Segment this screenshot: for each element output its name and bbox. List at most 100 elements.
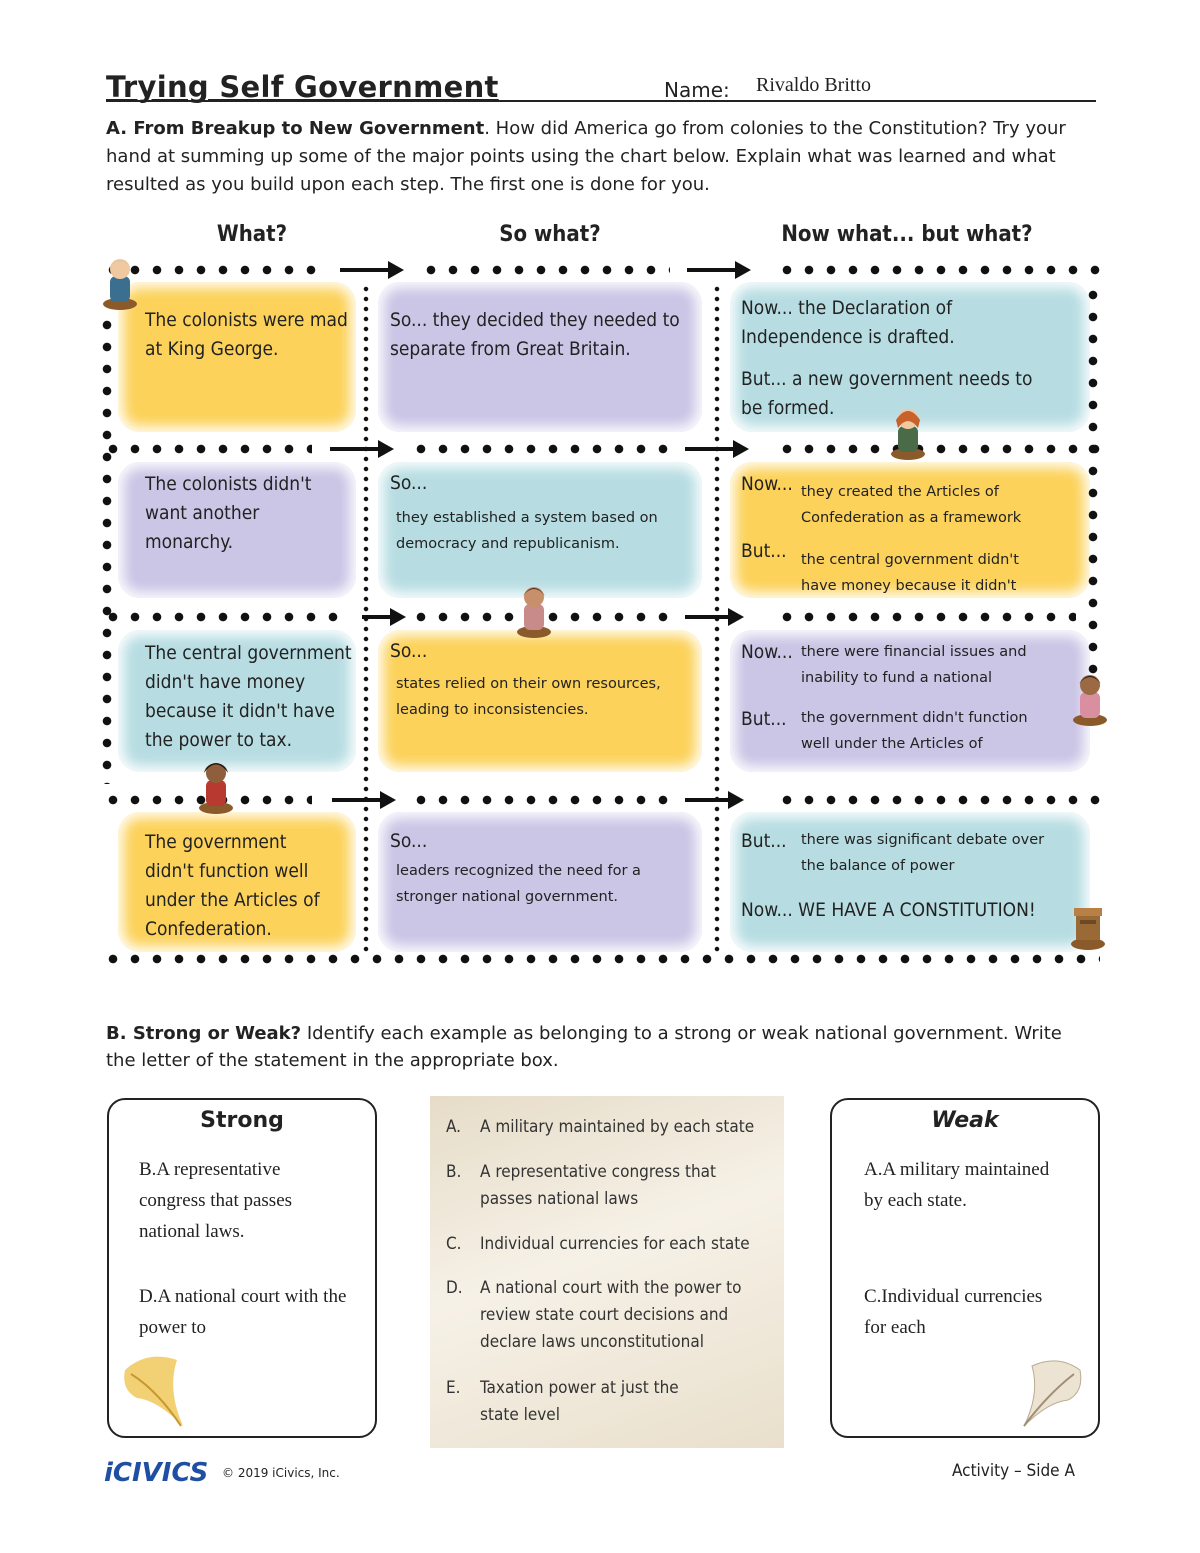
dots-row-2-a — [102, 444, 312, 454]
strong-title: Strong — [200, 1108, 284, 1133]
colonist-figure-3 — [517, 587, 551, 638]
name-field[interactable]: Rivaldo Britto — [756, 74, 871, 96]
but-label-2: But... — [741, 540, 787, 562]
cell-so-3 — [378, 630, 702, 772]
statement-text-a: A military maintained by each state — [480, 1117, 755, 1137]
dots-row-4-b — [410, 795, 670, 805]
so-answer-2[interactable]: they established a system based on democ… — [396, 510, 658, 552]
column-header-now-what: Now what... but what? — [781, 222, 1033, 247]
cell-what-2 — [118, 462, 356, 598]
dots-bottom — [102, 954, 1100, 964]
now-answer-3[interactable]: there were financial issues and inabilit… — [801, 644, 1027, 686]
statement-letter-e: E. — [446, 1378, 461, 1398]
statement-letter-d: D. — [446, 1278, 463, 1298]
what-text-1: The colonists were mad at King George. — [145, 309, 348, 360]
so-label-2: So... — [390, 472, 428, 494]
weak-answer-2[interactable]: C.Individual currencies for each — [864, 1286, 1043, 1338]
statement-letter-b: B. — [446, 1162, 462, 1182]
page-title: Trying Self Government — [106, 70, 499, 104]
dots-right — [1088, 284, 1098, 674]
what-text-4: The government didn't function well unde… — [145, 831, 320, 940]
header-divider — [106, 100, 1096, 102]
dots-row-3-c — [776, 612, 1076, 622]
weak-title: Weak — [931, 1108, 999, 1133]
statement-text-c: Individual currencies for each state — [480, 1234, 750, 1254]
cell-what-1 — [118, 282, 356, 432]
dots-divider-2 — [714, 284, 720, 954]
arrow-2b — [685, 440, 749, 458]
arrow-1b — [687, 261, 751, 279]
statement-text-b: A representative congress that passes na… — [480, 1162, 717, 1209]
now-label-2: Now... — [741, 473, 793, 495]
section-a-instructions: A. From Breakup to New Government. How d… — [106, 115, 1096, 199]
colonist-figure-2 — [891, 409, 925, 460]
dots-row-2-b — [410, 444, 670, 454]
now-final-4: Now... WE HAVE A CONSTITUTION! — [741, 899, 1036, 921]
statement-text-e: Taxation power at just the state level — [480, 1378, 679, 1425]
colonist-figure-4 — [1073, 675, 1107, 726]
so-text-1: So... they decided they needed to separa… — [390, 309, 680, 360]
but-answer-2[interactable]: the central government didn't have money… — [801, 552, 1019, 594]
cell-now-2 — [730, 462, 1090, 598]
cell-so-1 — [378, 282, 702, 432]
weak-box[interactable]: Weak A.A military maintained by each sta… — [830, 1098, 1100, 1438]
flow-chart: The colonists were mad at King George. S… — [100, 259, 1107, 967]
but-label-4: But... — [741, 830, 787, 852]
cell-what-4 — [118, 812, 356, 952]
statements-panel: A. A military maintained by each state B… — [430, 1096, 784, 1448]
dots-left — [102, 314, 112, 784]
quill-icon — [124, 1356, 183, 1427]
arrow-4b — [685, 791, 744, 809]
so-label-4: So... — [390, 830, 428, 852]
strong-answer-1[interactable]: B.A representative congress that passes … — [139, 1159, 293, 1242]
cell-now-1 — [730, 282, 1090, 432]
quill-icon — [1023, 1360, 1082, 1427]
arrow-3b — [685, 608, 744, 626]
section-a-label: A. From Breakup to New Government — [106, 118, 485, 139]
so-label-3: So... — [390, 640, 428, 662]
dots-row-2-c — [776, 444, 1100, 454]
colonist-figure-1 — [103, 259, 137, 310]
section-b-instructions: B. Strong or Weak? Identify each example… — [106, 1020, 1096, 1074]
column-header-so-what: So what? — [499, 222, 601, 247]
section-b-text: Identify each example as belonging to a … — [106, 1023, 1062, 1071]
name-label: Name: — [664, 78, 730, 102]
strong-box[interactable]: Strong B.A representative congress that … — [107, 1098, 377, 1438]
now-answer-2[interactable]: they created the Articles of Confederati… — [801, 484, 1022, 526]
colonist-figure-5 — [199, 763, 233, 814]
column-header-what: What? — [216, 222, 288, 247]
now-label-3: Now... — [741, 641, 793, 663]
statement-text-d: A national court with the power to revie… — [480, 1278, 742, 1352]
cell-so-2 — [378, 462, 702, 598]
but-answer-4[interactable]: there was significant debate over the ba… — [801, 832, 1045, 874]
statement-letter-c: C. — [446, 1234, 462, 1254]
dots-top-2 — [420, 265, 670, 275]
dots-row-4-c — [776, 795, 1100, 805]
now-text-1: Now... the Declaration of Independence i… — [741, 297, 955, 348]
dots-top-1 — [102, 265, 322, 275]
weak-answer-1[interactable]: A.A military maintained by each state. — [864, 1159, 1050, 1211]
icivics-logo: iCIVICS — [104, 1458, 209, 1488]
but-answer-3[interactable]: the government didn't function well unde… — [801, 710, 1028, 752]
cell-so-4 — [378, 812, 702, 952]
section-a-text: . How did America go from colonies to th… — [106, 118, 1066, 195]
cell-what-3 — [118, 630, 356, 772]
statement-letter-a: A. — [446, 1117, 462, 1137]
but-label-3: But... — [741, 708, 787, 730]
strong-answer-2[interactable]: D.A national court with the power to — [139, 1286, 347, 1338]
copyright: © 2019 iCivics, Inc. — [222, 1466, 340, 1480]
section-b-label: B. Strong or Weak? — [106, 1023, 302, 1044]
dots-divider-1 — [363, 284, 369, 954]
arrow-4a — [332, 791, 396, 809]
desk-figure — [1071, 908, 1105, 950]
what-text-2: The colonists didn't want another monarc… — [145, 473, 312, 553]
arrow-1a — [340, 261, 404, 279]
page-label: Activity – Side A — [952, 1461, 1075, 1481]
dots-top-3 — [776, 265, 1100, 275]
cell-now-4 — [730, 812, 1090, 952]
but-text-1: But... a new government needs to be form… — [741, 368, 1033, 419]
so-answer-3[interactable]: states relied on their own resources, le… — [396, 676, 661, 718]
what-text-3: The central government didn't have money… — [145, 642, 352, 751]
arrow-3a — [362, 608, 406, 626]
so-answer-4[interactable]: leaders recognized the need for a strong… — [396, 863, 641, 905]
